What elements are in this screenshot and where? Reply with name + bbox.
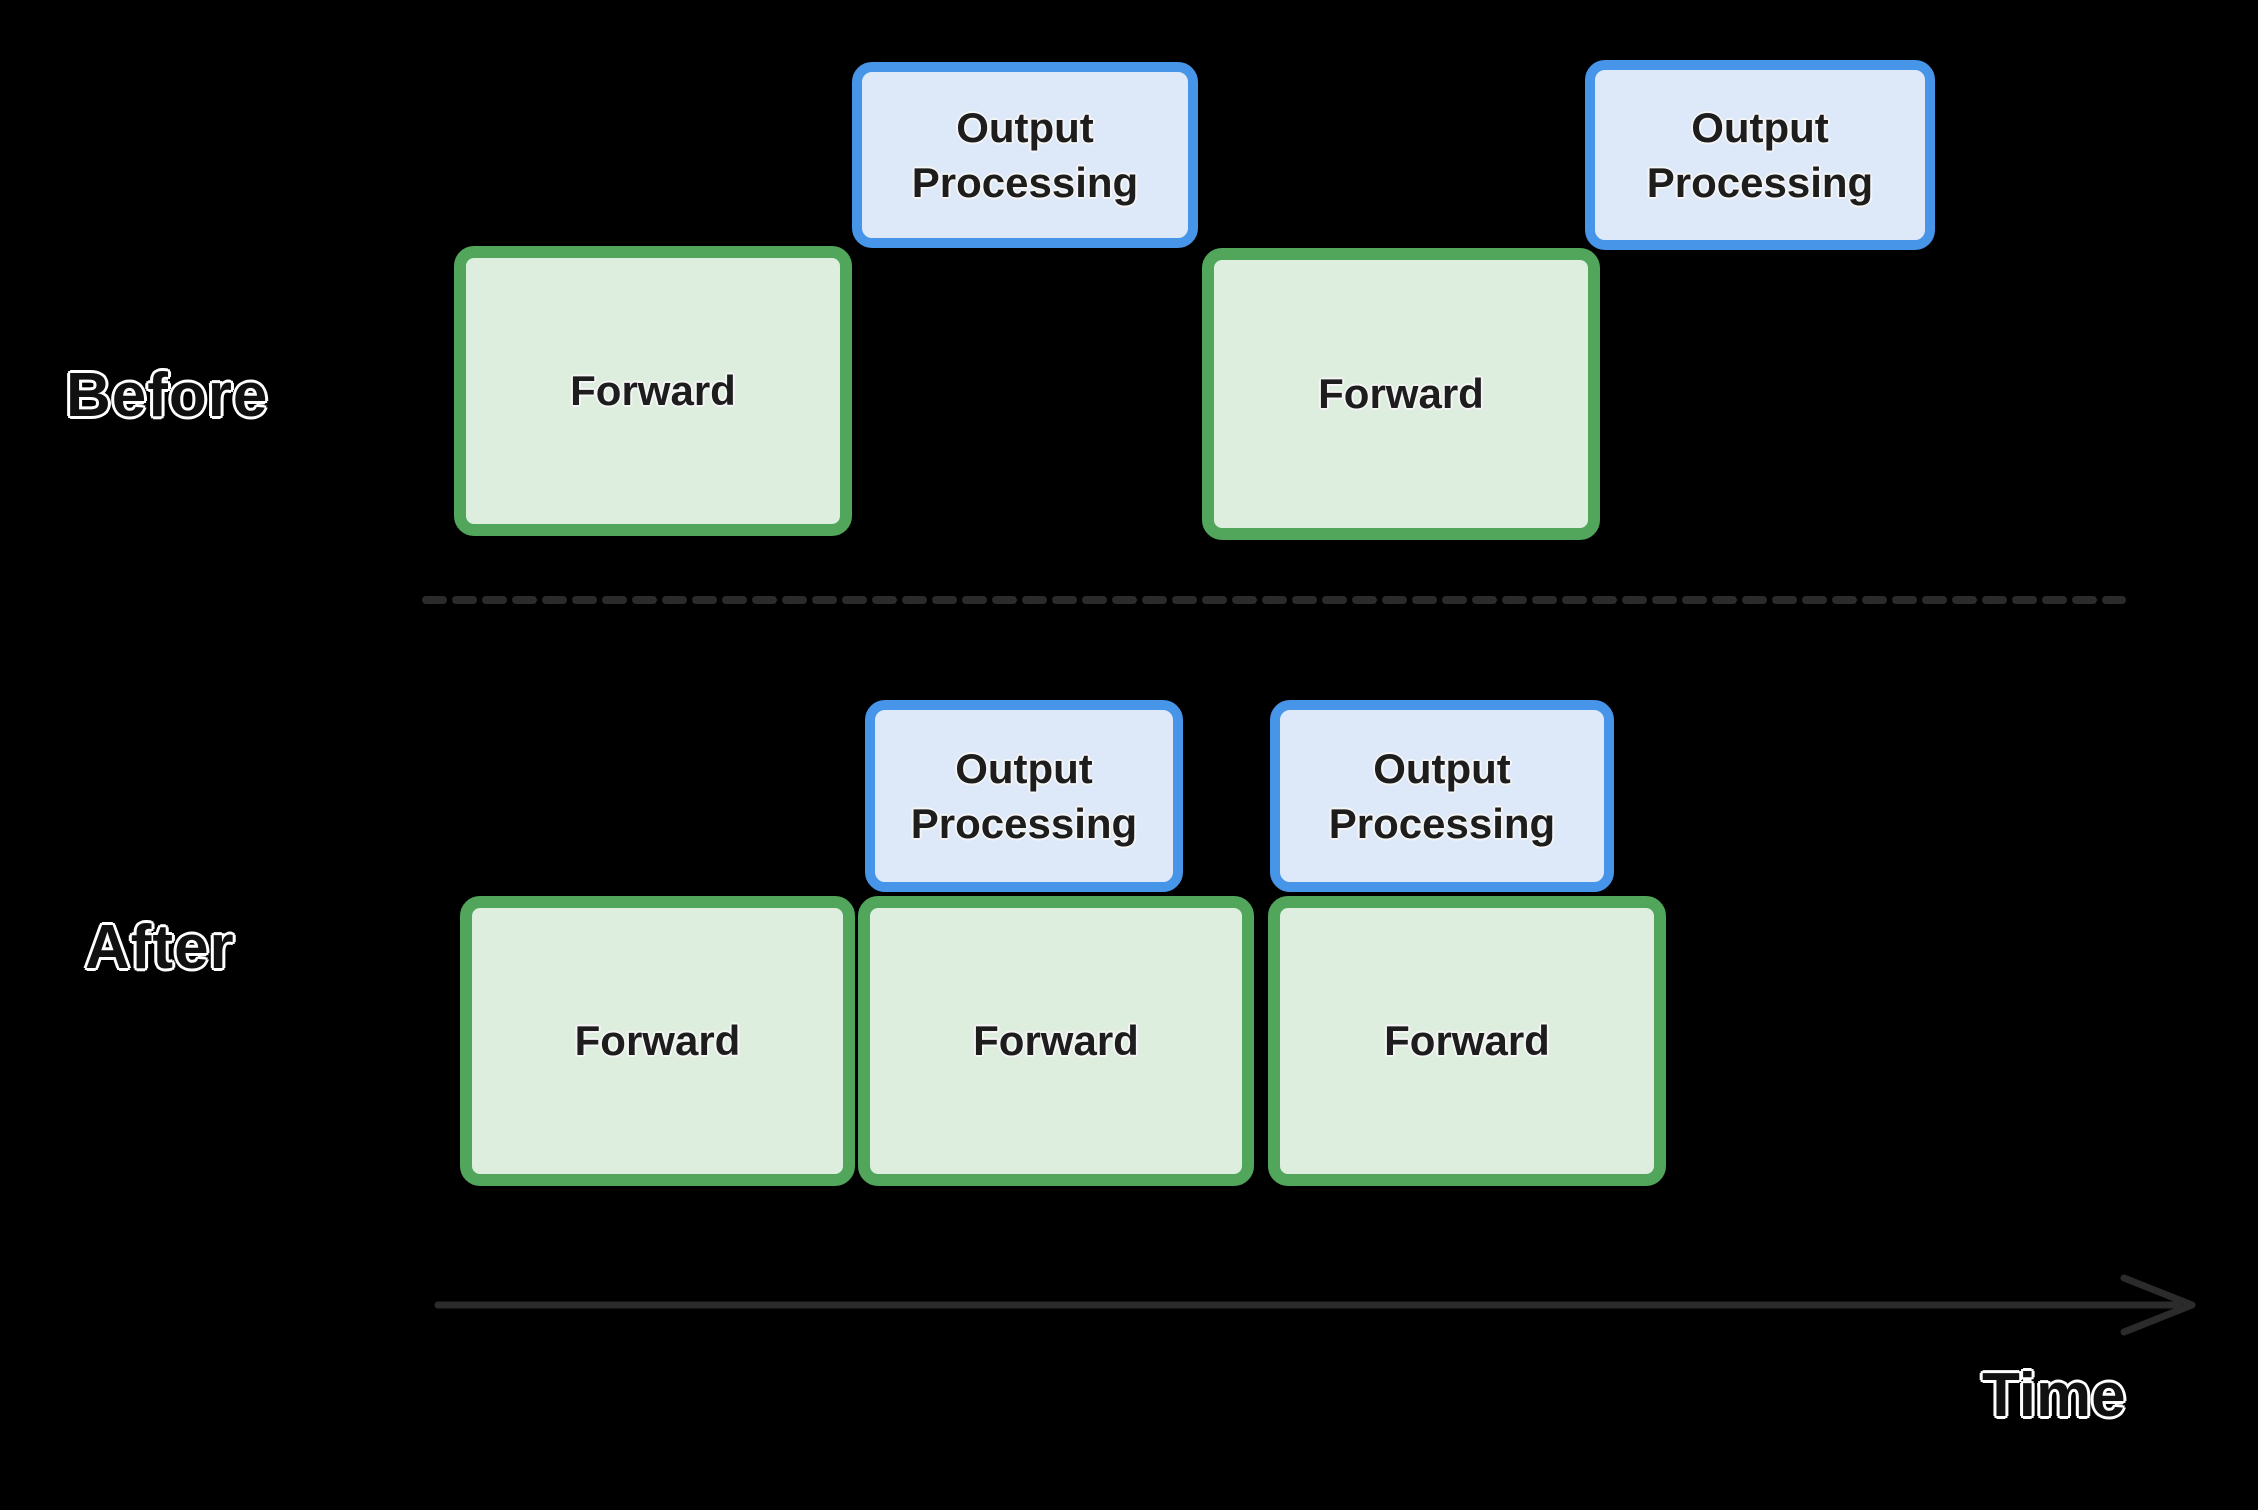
after-forward-3-block: Forward: [1268, 896, 1666, 1186]
before-output-processing-2-label: Output Processing: [1646, 103, 1874, 206]
after-forward-2-block: Forward: [858, 896, 1254, 1186]
before-forward-1-label: Forward: [570, 367, 736, 415]
before-section-label: Before: [66, 361, 269, 430]
before-forward-2-label: Forward: [1318, 370, 1484, 418]
after-forward-3-label: Forward: [1384, 1017, 1550, 1065]
after-output-processing-1-label: Output Processing: [910, 744, 1138, 847]
time-axis-arrowhead-icon: [2120, 1274, 2196, 1336]
after-forward-2-label: Forward: [973, 1017, 1139, 1065]
before-output-processing-2-block: Output Processing: [1585, 60, 1935, 250]
before-output-processing-1-label: Output Processing: [911, 103, 1139, 206]
before-forward-1-block: Forward: [454, 246, 852, 536]
before-output-processing-1-block: Output Processing: [852, 62, 1198, 248]
before-after-divider: [422, 596, 2126, 604]
before-forward-2-block: Forward: [1202, 248, 1600, 540]
after-forward-1-block: Forward: [460, 896, 855, 1186]
after-output-processing-2-block: Output Processing: [1270, 700, 1614, 892]
time-axis-label: Time: [1982, 1361, 2126, 1430]
after-forward-1-label: Forward: [574, 1017, 741, 1065]
after-section-label: After: [85, 913, 235, 982]
time-axis-arrow: [434, 1274, 2196, 1336]
after-output-processing-2-label: Output Processing: [1328, 744, 1556, 847]
after-output-processing-1-block: Output Processing: [865, 700, 1183, 892]
